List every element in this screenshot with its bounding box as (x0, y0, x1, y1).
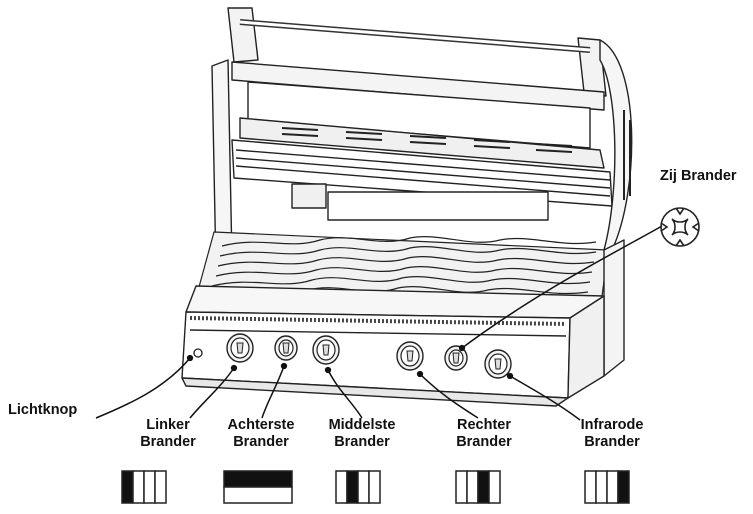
leader-linker (189, 367, 235, 419)
leader-rechter (419, 373, 479, 419)
icon-segment (223, 470, 293, 488)
icon-segment (488, 470, 501, 504)
label-rechter-brander: Rechter Brander (444, 417, 524, 451)
icon-segment (584, 470, 597, 504)
icon-segment (466, 470, 479, 504)
icon-segment (223, 486, 293, 504)
icon-segment (154, 470, 167, 504)
middelste-line1: Middelste (328, 417, 396, 433)
label-lichtknop: Lichtknop (8, 402, 77, 419)
knob-infrarode (484, 349, 512, 379)
icon-segment (477, 470, 490, 504)
leader-achterste (261, 365, 285, 419)
icon-segment (617, 470, 630, 504)
knob-linker (226, 333, 254, 363)
leader-arrowhead (458, 344, 466, 352)
leader-arrowhead (186, 354, 194, 362)
rechter-line2: Brander (456, 434, 512, 450)
leader-arrowhead (230, 364, 238, 372)
label-infrarode-brander: Infrarode Brander (570, 417, 654, 451)
rechter-line1: Rechter (457, 417, 511, 433)
leader-lines (95, 225, 663, 421)
leader-arrowhead (324, 366, 332, 374)
icon-segment (335, 470, 348, 504)
infrarode-line2: Brander (584, 434, 640, 450)
linker-line2: Brander (140, 434, 196, 450)
leader-arrowhead (506, 372, 514, 380)
icon-segment (455, 470, 468, 504)
achterste-line2: Brander (233, 434, 289, 450)
icon-segment (357, 470, 370, 504)
lichtknop-text: Lichtknop (8, 402, 78, 418)
knob-rechter (396, 341, 424, 371)
side-burner-icon (660, 207, 700, 247)
icon-segment (346, 470, 359, 504)
light-button (193, 348, 203, 358)
leader-middelste (327, 369, 363, 419)
leader-infrarode (509, 375, 581, 421)
label-zij-brander: Zij Brander (660, 168, 737, 185)
achterste-burner-icon (223, 470, 293, 504)
middelste-burner-icon (335, 470, 381, 504)
icon-segment (368, 470, 381, 504)
leader-arrowhead (280, 362, 288, 370)
icon-segment (606, 470, 619, 504)
grill-lid (211, 7, 633, 271)
zij-brander-text: Zij Brander (660, 168, 737, 184)
label-linker-brander: Linker Brander (136, 417, 200, 451)
label-middelste-brander: Middelste Brander (318, 417, 406, 451)
icon-segment (132, 470, 145, 504)
leader-zij (461, 225, 663, 349)
control-knobs (193, 333, 512, 379)
icon-segment (595, 470, 608, 504)
grill-body (181, 239, 625, 407)
middelste-line2: Brander (334, 434, 390, 450)
label-achterste-brander: Achterste Brander (216, 417, 306, 451)
leader-licht (95, 357, 191, 419)
knob-achterste (274, 335, 298, 361)
icon-segment (143, 470, 156, 504)
infrarode-burner-icon (584, 470, 630, 504)
icon-segment (121, 470, 134, 504)
knob-middelste (312, 335, 340, 365)
infrarode-line1: Infrarode (580, 417, 644, 433)
leader-arrowhead (416, 370, 424, 378)
achterste-line1: Achterste (227, 417, 295, 433)
linker-line1: Linker (146, 417, 190, 433)
knob-zij (444, 345, 468, 371)
rechter-burner-icon (455, 470, 501, 504)
linker-burner-icon (121, 470, 167, 504)
